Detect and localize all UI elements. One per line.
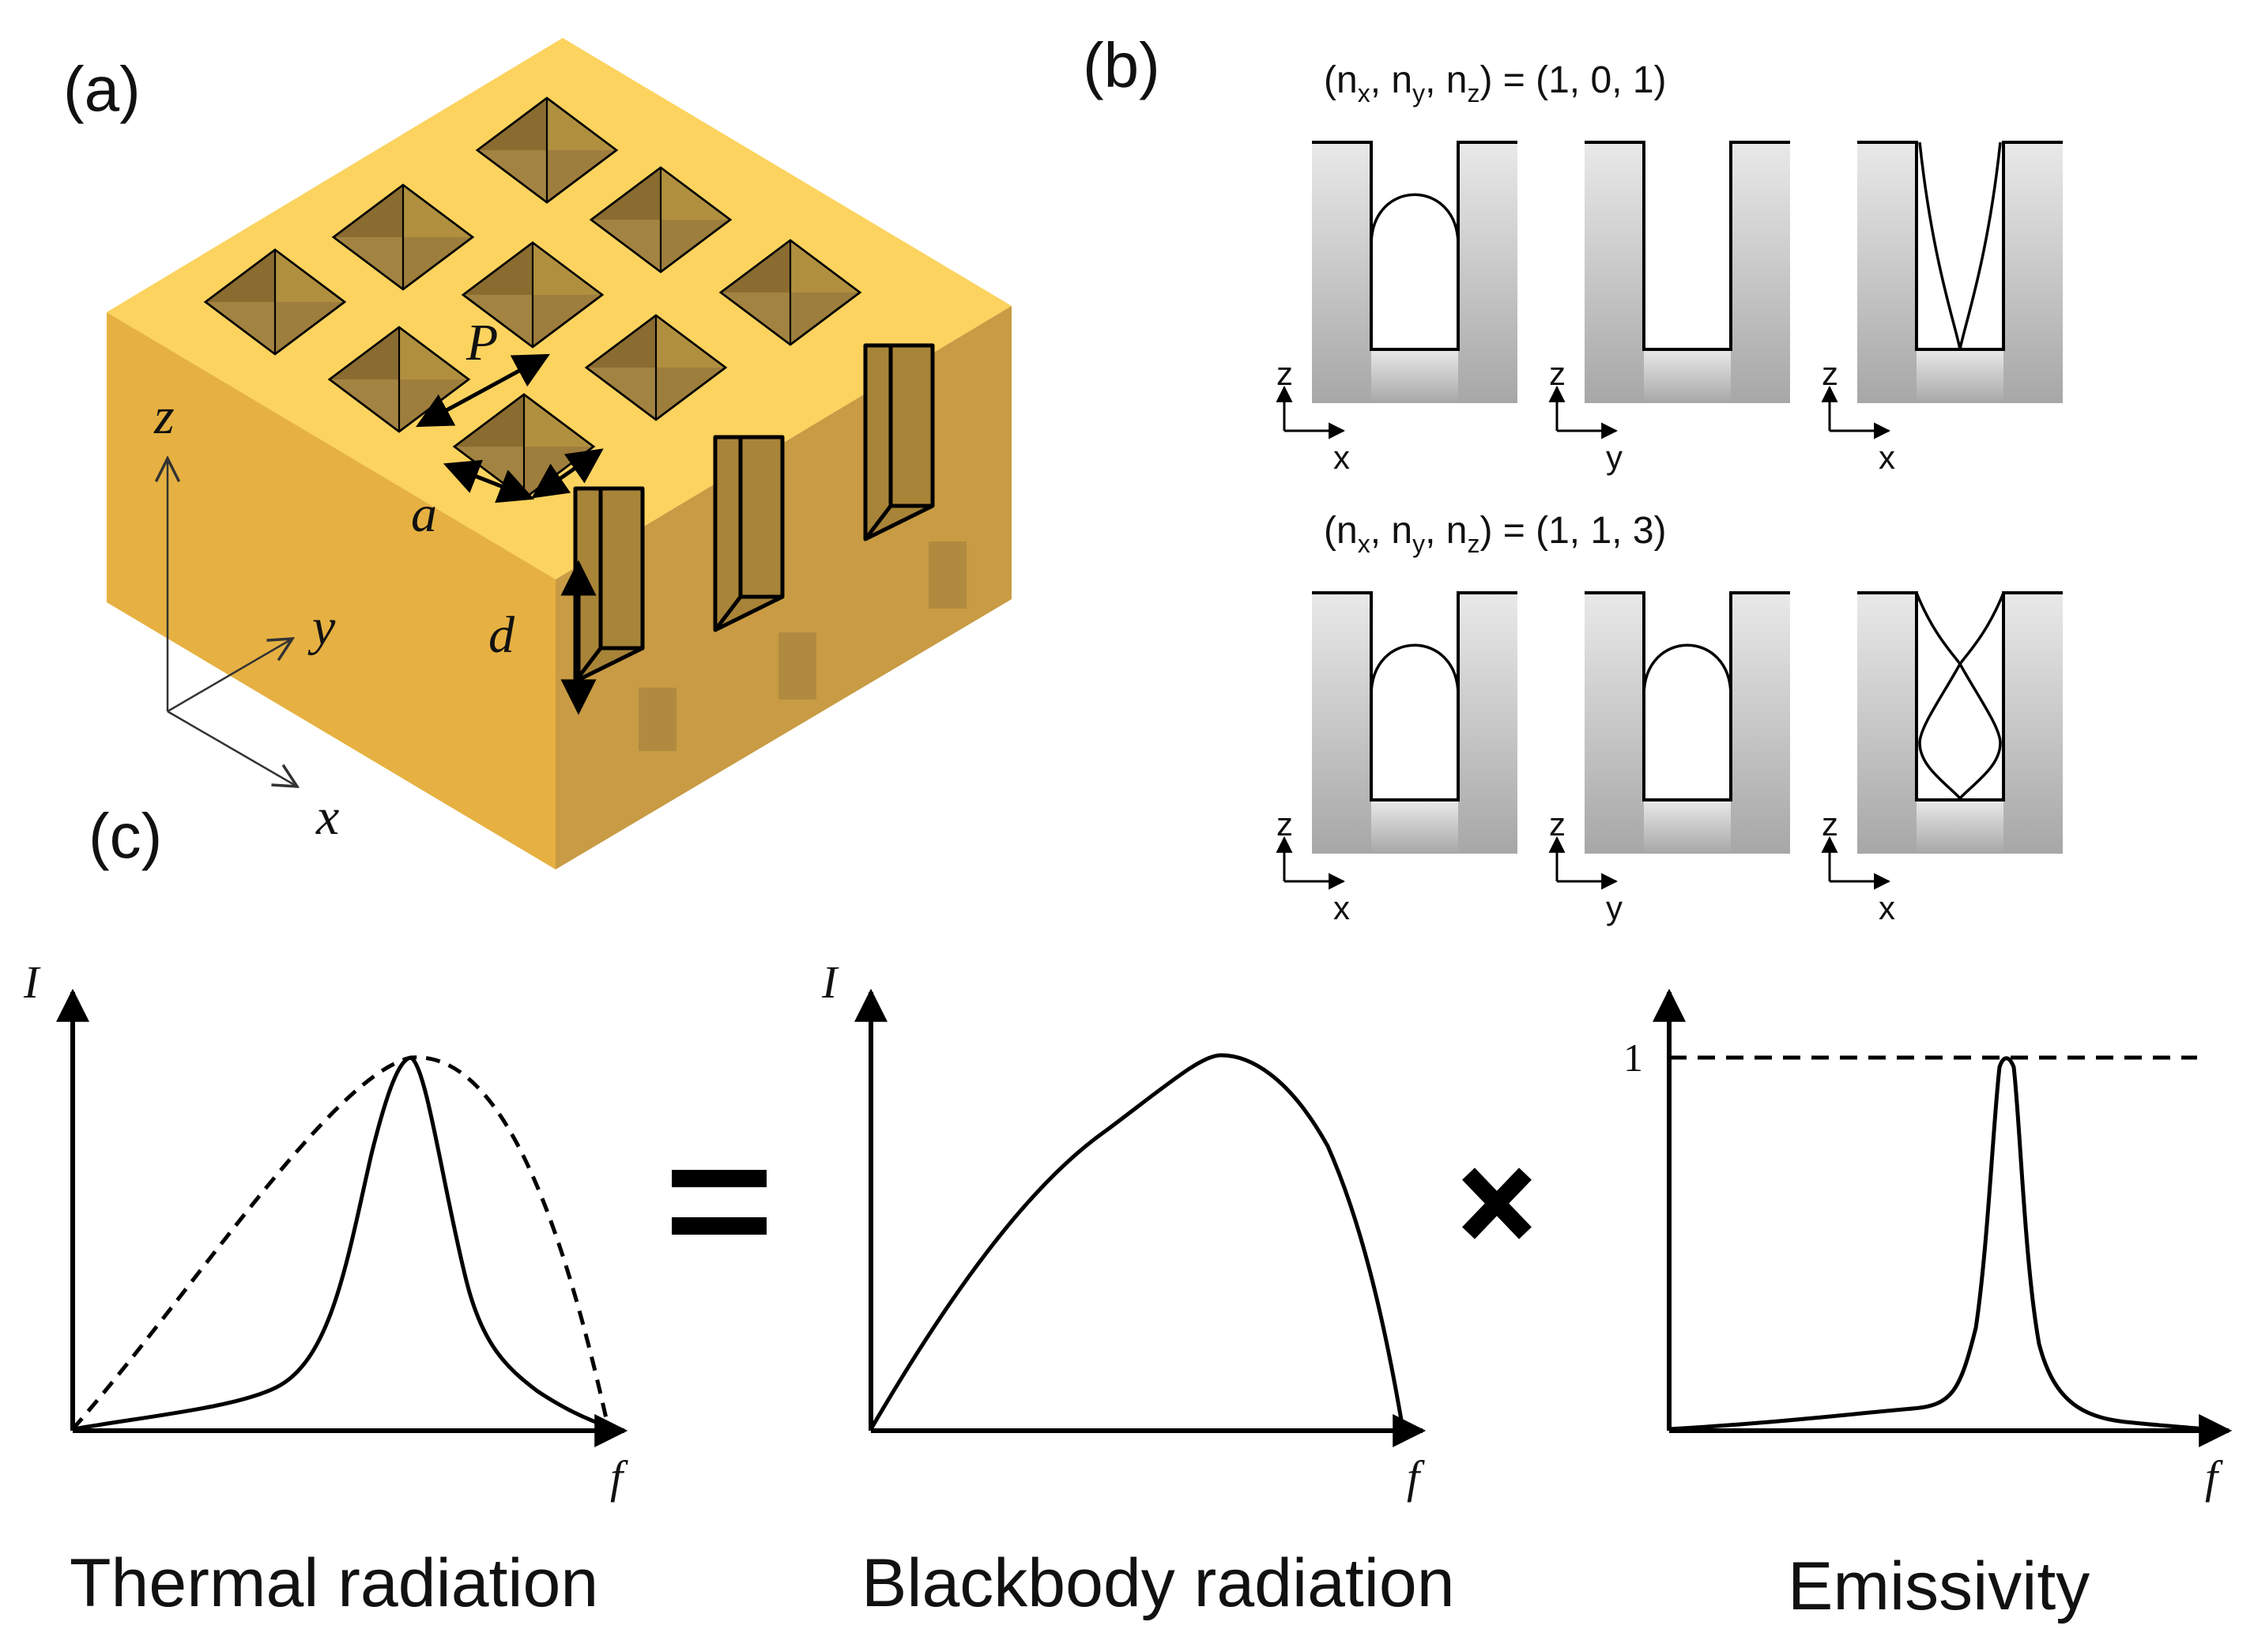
mode-axis-v-label: z — [1549, 355, 1566, 392]
axis-z-label: z — [153, 387, 175, 445]
mode-field-line — [1370, 643, 1460, 696]
mode-axis-v-label: z — [1276, 805, 1293, 843]
panel-c: (c) I f Thermal radiation I — [23, 801, 2233, 1624]
mode-field-line — [1370, 193, 1460, 246]
axis-x-label: x — [315, 788, 339, 846]
mode-axis-h-label: y — [1606, 889, 1623, 926]
blackbody-xlabel: f — [1407, 1451, 1425, 1503]
period-arrow — [416, 353, 550, 428]
groove-shadows — [639, 541, 967, 751]
mode-axis-h-label: x — [1333, 439, 1350, 476]
mode-title: (nx, ny, nz) = (1, 1, 3) — [1324, 510, 1667, 558]
blackbody-caption: Blackbody radiation — [861, 1545, 1455, 1621]
coordinate-axes — [168, 458, 297, 786]
depth-label: d — [488, 606, 515, 664]
blackbody-curve — [869, 1053, 1405, 1431]
mode-axis-h-label: x — [1879, 439, 1895, 476]
groove-cuts — [573, 343, 935, 684]
mode-axis-v-label: z — [1549, 805, 1566, 843]
panel-a-label: (a) — [63, 54, 141, 124]
blackbody-envelope-dashed — [71, 1055, 611, 1431]
mode-field-line — [1958, 141, 2002, 350]
width-arrow-right — [531, 448, 604, 499]
plot-emissivity: 1 f Emissivity — [1623, 988, 2233, 1624]
mode-field-line — [1642, 643, 1732, 696]
mode-axis-h-label: x — [1333, 889, 1350, 926]
plot-blackbody: I f Blackbody radiation — [821, 956, 1455, 1621]
mode-axis-v-label: z — [1822, 805, 1838, 843]
width-label: a — [411, 485, 437, 543]
mode-cell: zx — [1276, 591, 1517, 926]
equals-operator — [672, 1170, 767, 1235]
mode-axis-v-label: z — [1276, 355, 1293, 392]
width-arrow-left — [443, 459, 535, 504]
mode-cell: zy — [1548, 591, 1790, 926]
metasurface-block — [107, 38, 1012, 869]
emissivity-unity-tick: 1 — [1623, 1035, 1643, 1080]
mode-cell: zx — [1276, 141, 1517, 476]
mode-cell: zy — [1548, 141, 1790, 476]
mode-field-line — [1958, 592, 2005, 800]
panel-b-label: (b) — [1083, 30, 1160, 100]
mode-field-line — [1918, 141, 1962, 350]
dimension-arrows — [416, 353, 604, 715]
thermal-ylabel: I — [23, 956, 41, 1008]
axis-y-label: y — [307, 598, 336, 656]
emissivity-xlabel: f — [2205, 1451, 2223, 1503]
period-label: P — [466, 314, 498, 372]
mode-cell: zx — [1821, 591, 2063, 926]
thermal-caption: Thermal radiation — [70, 1545, 598, 1621]
panel-c-label: (c) — [89, 801, 162, 871]
blackbody-ylabel: I — [821, 956, 839, 1008]
mode-axis-h-label: x — [1879, 889, 1895, 926]
mode-axis-v-label: z — [1822, 355, 1838, 392]
thermal-xlabel: f — [610, 1451, 628, 1503]
mode-axis-h-label: y — [1606, 439, 1623, 476]
emissivity-caption: Emissivity — [1788, 1548, 2090, 1624]
mode-title: (nx, ny, nz) = (1, 0, 1) — [1324, 59, 1667, 107]
times-operator — [1462, 1167, 1532, 1239]
plot-thermal: I f Thermal radiation — [23, 956, 628, 1621]
mode-cell: zx — [1821, 141, 2063, 476]
panel-a: (a) — [63, 38, 1012, 869]
thermal-emission-curve — [72, 1055, 609, 1431]
block-front-face — [107, 312, 556, 869]
emissivity-curve — [1668, 1056, 2206, 1431]
mode-field-line — [1915, 592, 1962, 800]
